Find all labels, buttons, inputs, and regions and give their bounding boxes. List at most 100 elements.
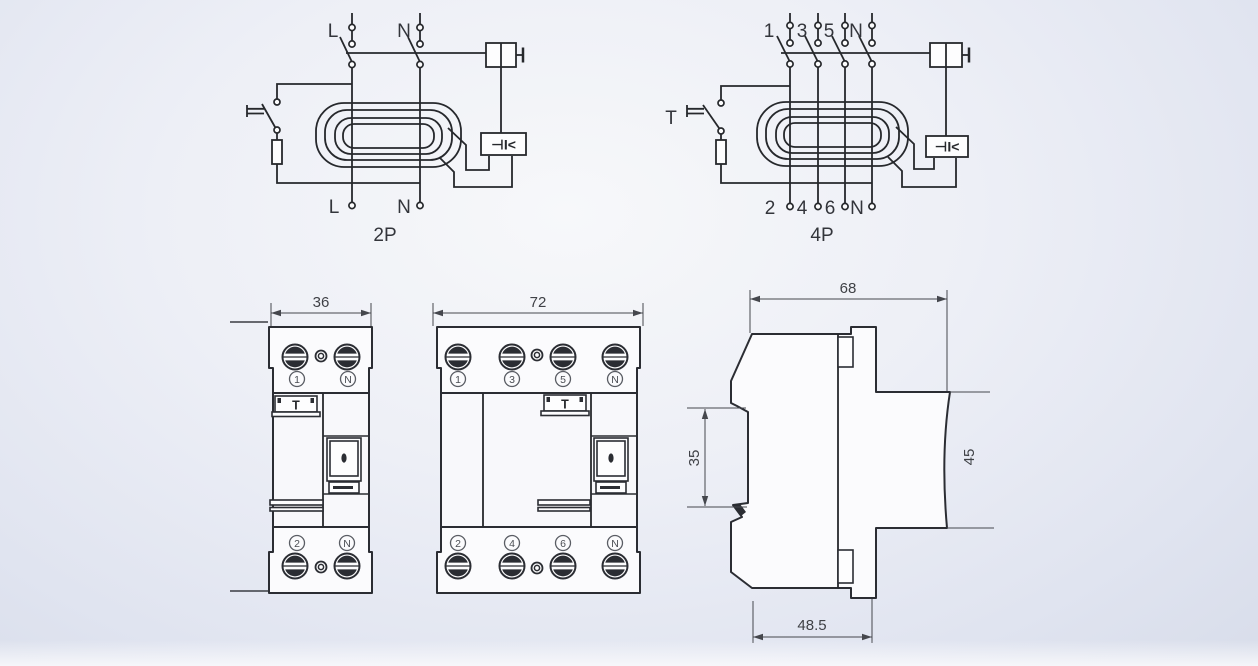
screw-terminal-n-top[interactable]: [333, 343, 361, 371]
terminal-label-2: 2: [288, 534, 306, 552]
screw-terminal-3[interactable]: [498, 343, 526, 371]
dimension-width-72: 72: [432, 294, 644, 326]
svg-text:N: N: [343, 538, 351, 550]
toggle-switch[interactable]: [326, 437, 362, 494]
label-n-bottom: N: [850, 198, 864, 219]
test-button[interactable]: T: [540, 394, 590, 417]
label-window: [269, 499, 324, 512]
terminal-label-n-top: N: [339, 370, 357, 388]
bottom-terminal-block: [436, 526, 641, 594]
secondary-wires: [439, 127, 513, 188]
top-recess: [837, 336, 854, 368]
screw-terminal-1[interactable]: [281, 343, 309, 371]
indicator-ring-bottom: [530, 561, 544, 575]
label-n-top: N: [397, 21, 411, 42]
front-view-2p: 36 1 N T: [230, 294, 373, 594]
relay-symbol: ⊣I<: [491, 137, 516, 153]
svg-text:N: N: [611, 374, 619, 386]
toroid-core: [315, 102, 462, 168]
screw-terminal-2[interactable]: [281, 552, 309, 580]
terminal-label-4: 4: [503, 534, 521, 552]
toggle-switch[interactable]: [593, 437, 629, 494]
terminal-label-n-bottom: N: [338, 534, 356, 552]
front-view-4p: 72 1 3 5 N T: [432, 294, 644, 594]
label-2: 2: [765, 198, 776, 219]
screw-terminal-2[interactable]: [444, 552, 472, 580]
screw-terminal-n-bottom[interactable]: [601, 552, 629, 580]
trip-solenoid: [929, 42, 971, 68]
screw-terminal-6[interactable]: [549, 552, 577, 580]
label-window: [537, 499, 591, 512]
terminal-label-1: 1: [449, 370, 467, 388]
dim-36-text: 36: [313, 294, 330, 311]
bottom-recess: [837, 549, 854, 584]
screw-terminal-1[interactable]: [444, 343, 472, 371]
indicator-ring-top: [530, 348, 544, 362]
background-fade: [0, 640, 1258, 666]
pole-n: [858, 13, 876, 211]
label-n-top: N: [849, 21, 863, 42]
test-button-label: T: [561, 398, 569, 412]
dim-68-text: 68: [840, 280, 857, 297]
screw-terminal-5[interactable]: [549, 343, 577, 371]
test-resistor: [715, 139, 727, 165]
caption-4p: 4P: [810, 225, 833, 246]
terminal-label-1: 1: [288, 370, 306, 388]
svg-text:N: N: [344, 374, 352, 386]
pole-n: [407, 13, 424, 210]
toroid-core: [756, 101, 909, 167]
dim-48-5-text: 48.5: [797, 617, 826, 634]
label-l-bottom: L: [329, 197, 340, 218]
dim-35-text: 35: [686, 450, 703, 467]
screw-terminal-n-top[interactable]: [601, 343, 629, 371]
svg-text:2: 2: [294, 538, 300, 550]
svg-text:1: 1: [455, 374, 461, 386]
terminal-label-5: 5: [554, 370, 572, 388]
pole-3: [804, 13, 822, 211]
pole-l: [339, 13, 356, 210]
label-l-top: L: [328, 21, 339, 42]
dimension-35: 35: [686, 407, 747, 508]
svg-text:4: 4: [509, 538, 515, 550]
wiring-diagram-2p: ⊣I< L N L N 2P: [246, 13, 527, 246]
svg-text:5: 5: [560, 374, 566, 386]
wiring-diagram-4p: ⊣I< T 1 3 5 N 2 4 6 N 4P: [665, 13, 971, 246]
pole-1: [776, 13, 794, 211]
svg-text:1: 1: [294, 374, 300, 386]
dim-72-text: 72: [530, 294, 547, 311]
label-3: 3: [797, 21, 808, 42]
pole-5: [831, 13, 849, 211]
indicator-ring-top: [314, 349, 328, 363]
label-5: 5: [824, 21, 835, 42]
svg-text:6: 6: [560, 538, 566, 550]
relay-detector: ⊣I<: [480, 132, 527, 156]
svg-text:N: N: [611, 538, 619, 550]
secondary-wires: [887, 126, 957, 188]
relay-symbol: ⊣I<: [935, 139, 960, 155]
dimension-48-5: 48.5: [752, 599, 873, 643]
side-profile-view: 68 35 45 48.5: [686, 280, 994, 643]
test-circuit: [246, 83, 420, 184]
label-test: T: [665, 108, 677, 129]
caption-2p: 2P: [373, 225, 396, 246]
terminal-label-n-top: N: [606, 370, 624, 388]
dim-45-text: 45: [961, 449, 978, 466]
poles-4p: [776, 13, 876, 211]
svg-text:3: 3: [509, 374, 515, 386]
test-circuit: [686, 85, 872, 184]
dimension-45: 45: [947, 391, 994, 529]
svg-text:2: 2: [455, 538, 461, 550]
terminal-label-6: 6: [554, 534, 572, 552]
test-button[interactable]: T: [271, 395, 321, 418]
terminal-label-3: 3: [503, 370, 521, 388]
relay-detector: ⊣I<: [925, 135, 969, 158]
test-resistor: [271, 139, 283, 165]
trip-solenoid: [485, 42, 525, 68]
screw-terminal-n-bottom[interactable]: [333, 552, 361, 580]
dimension-68: 68: [749, 280, 948, 391]
terminal-label-2: 2: [449, 534, 467, 552]
label-4: 4: [797, 198, 808, 219]
screw-terminal-4[interactable]: [498, 552, 526, 580]
terminal-label-n-bottom: N: [606, 534, 624, 552]
